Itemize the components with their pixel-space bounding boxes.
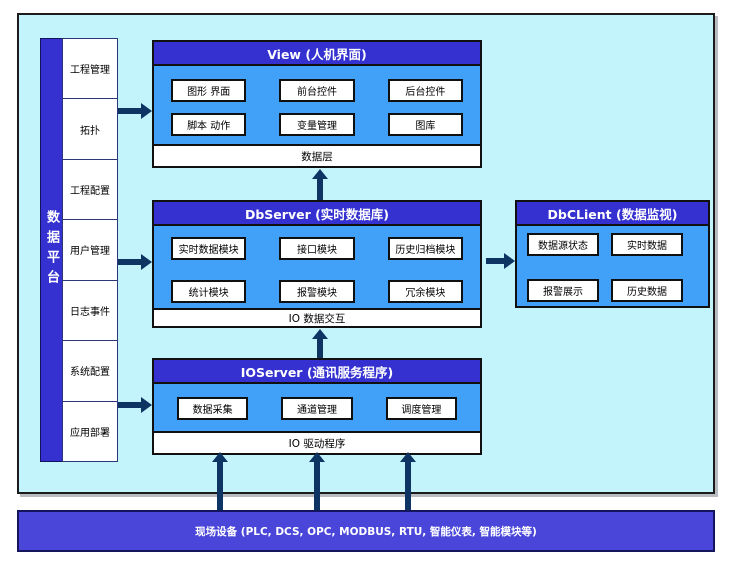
arrow-devices-to-ioserver-left	[212, 452, 228, 510]
module-realtime-data-view: 实时数据	[611, 233, 683, 256]
ioserver-section-body: 数据采集 通道管理 调度管理	[154, 384, 480, 431]
arrow-shaft	[314, 461, 320, 510]
arrow-dbserver-to-view	[312, 169, 328, 200]
view-section: View (人机界面) 图形 界面 前台控件 后台控件 脚本 动作 变量管理 图…	[152, 40, 482, 168]
sidebar-item-app-deploy: 应用部署	[63, 401, 117, 461]
sidebar-item-topology: 拓扑	[63, 99, 117, 160]
data-platform-label: 数据平台	[44, 210, 59, 290]
module-redundancy: 冗余模块	[387, 280, 463, 303]
view-section-header: View (人机界面)	[154, 42, 480, 66]
view-section-footer: 数据层	[154, 144, 480, 166]
module-datasource-status: 数据源状态	[527, 233, 599, 256]
arrow-platform-to-ioserver	[118, 397, 152, 413]
arrow-head-icon	[312, 329, 328, 339]
arrow-shaft	[118, 402, 142, 408]
module-interface: 接口模块	[279, 237, 355, 260]
arrow-shaft	[317, 178, 323, 200]
arrow-head-icon	[400, 452, 416, 462]
ioserver-section-footer: IO 驱动程序	[154, 431, 480, 453]
sidebar-item-system-config: 系统配置	[63, 341, 117, 402]
module-realtime-data: 实时数据模块	[171, 237, 247, 260]
ioserver-section-header: IOServer (通讯服务程序)	[154, 360, 480, 384]
arrow-head-icon	[141, 103, 152, 119]
arrow-platform-to-view	[118, 103, 152, 119]
platform-functions-column: 工程管理 拓扑 工程配置 用户管理 日志事件 系统配置 应用部署	[62, 38, 118, 462]
module-foreground-controls: 前台控件	[279, 79, 355, 102]
arrow-head-icon	[504, 253, 515, 269]
dbserver-section: DbServer (实时数据库) 实时数据模块 接口模块 历史归档模块 统计模块…	[152, 200, 482, 328]
arrow-shaft	[486, 258, 505, 264]
field-devices-bar: 现场设备 (PLC, DCS, OPC, MODBUS, RTU, 智能仪表, …	[17, 510, 715, 552]
module-script-actions: 脚本 动作	[171, 113, 247, 136]
sidebar-item-project-config: 工程配置	[63, 159, 117, 221]
module-data-acquisition: 数据采集	[177, 397, 249, 420]
arrow-head-icon	[141, 397, 152, 413]
module-history-archive: 历史归档模块	[387, 237, 463, 260]
sidebar-item-user-management: 用户管理	[63, 220, 117, 281]
arrow-ioserver-to-dbserver	[312, 329, 328, 358]
arrow-head-icon	[312, 169, 328, 179]
arrow-shaft	[118, 259, 142, 265]
module-channel-management: 通道管理	[281, 397, 353, 420]
arrow-shaft	[217, 461, 223, 510]
dbserver-section-footer: IO 数据交互	[154, 308, 480, 326]
module-graphic-interface: 图形 界面	[171, 79, 247, 102]
arrow-devices-to-ioserver-middle	[309, 452, 325, 510]
dbclient-section-header: DbCLient (数据监视)	[517, 202, 708, 226]
module-variable-management: 变量管理	[279, 113, 355, 136]
view-section-body: 图形 界面 前台控件 后台控件 脚本 动作 变量管理 图库	[154, 66, 480, 144]
sidebar-item-log-events: 日志事件	[63, 280, 117, 342]
arrow-head-icon	[141, 254, 152, 270]
module-dispatch-management: 调度管理	[385, 397, 457, 420]
arrow-platform-to-dbserver	[118, 254, 152, 270]
dbclient-section-body: 数据源状态 实时数据 报警展示 历史数据	[517, 226, 708, 306]
module-background-controls: 后台控件	[387, 79, 463, 102]
arrow-shaft	[317, 338, 323, 358]
dbclient-section: DbCLient (数据监视) 数据源状态 实时数据 报警展示 历史数据	[515, 200, 710, 308]
data-platform-bar: 数据平台	[40, 38, 63, 462]
module-history-data-view: 历史数据	[611, 279, 683, 302]
arrow-dbserver-to-dbclient	[486, 253, 515, 269]
arrow-shaft	[405, 461, 411, 510]
module-statistics: 统计模块	[171, 280, 247, 303]
sidebar-item-project-management: 工程管理	[63, 39, 117, 100]
module-gallery: 图库	[387, 113, 463, 136]
module-alarm-display: 报警展示	[527, 279, 599, 302]
arrow-devices-to-ioserver-right	[400, 452, 416, 510]
module-alarm: 报警模块	[279, 280, 355, 303]
ioserver-section: IOServer (通讯服务程序) 数据采集 通道管理 调度管理 IO 驱动程序	[152, 358, 482, 455]
dbserver-section-body: 实时数据模块 接口模块 历史归档模块 统计模块 报警模块 冗余模块	[154, 226, 480, 308]
dbserver-section-header: DbServer (实时数据库)	[154, 202, 480, 226]
field-devices-label: 现场设备 (PLC, DCS, OPC, MODBUS, RTU, 智能仪表, …	[195, 525, 537, 538]
arrow-shaft	[118, 108, 142, 114]
arrow-head-icon	[309, 452, 325, 462]
arrow-head-icon	[212, 452, 228, 462]
